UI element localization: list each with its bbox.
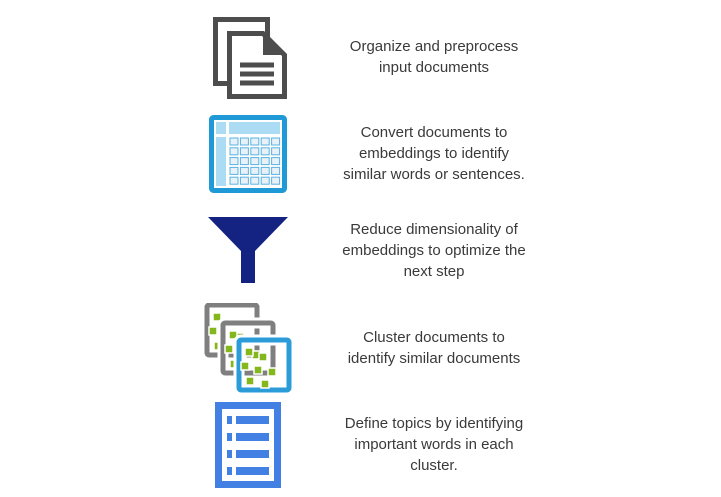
step-caption-cluster: Cluster documents to identify similar do… bbox=[347, 328, 521, 367]
step-row-embeddings: Convert documents to embeddings to ident… bbox=[0, 105, 721, 202]
step-row-organize: Organize and preprocess input documents bbox=[0, 8, 721, 105]
documents-icon bbox=[200, 15, 296, 99]
step-caption-topics: Define topics by identifying important w… bbox=[344, 415, 524, 474]
step-row-reduce: Reduce dimensionality of embeddings to o… bbox=[0, 202, 721, 299]
embeddings-table-icon bbox=[200, 114, 296, 193]
funnel-icon bbox=[200, 214, 296, 288]
step-row-topics: Define topics by identifying important w… bbox=[0, 396, 721, 493]
step-caption-embeddings: Convert documents to embeddings to ident… bbox=[343, 124, 525, 183]
step-caption-organize: Organize and preprocess input documents bbox=[349, 37, 519, 76]
step-row-cluster: Cluster documents to identify similar do… bbox=[0, 299, 721, 396]
cluster-icon bbox=[200, 302, 296, 393]
topic-list-icon bbox=[200, 401, 296, 488]
step-caption-reduce: Reduce dimensionality of embeddings to o… bbox=[342, 221, 526, 280]
